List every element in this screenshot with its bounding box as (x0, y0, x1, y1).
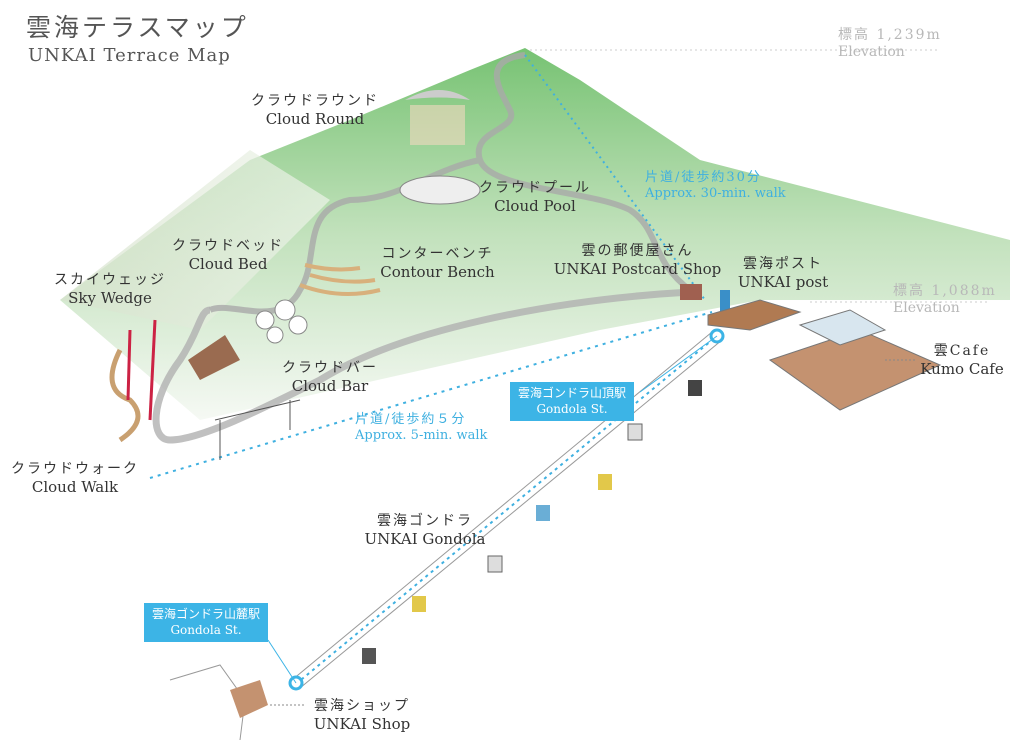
gondola-cabin (362, 648, 376, 664)
walk-route-30 (524, 54, 706, 301)
gondola-cabin (487, 555, 503, 573)
sky-wedge-illustration (188, 335, 240, 380)
cloud-pool-illustration (399, 175, 481, 205)
cloud-bed-illustration (255, 299, 308, 344)
gondola-cabin (688, 380, 702, 396)
cloud-round-illustration (405, 90, 470, 145)
cloud-walk-illustration (109, 319, 157, 443)
kumo-cafe-illustration (768, 309, 942, 411)
gondola-cabins (362, 380, 702, 664)
station-building-top (707, 299, 802, 331)
gondola-cabin (412, 596, 426, 612)
elevation-post: 標高 1,088m Elevation (893, 283, 997, 316)
gondola-cabin (627, 423, 643, 441)
gondola-cabin (536, 505, 550, 521)
gondola-cable-b (299, 339, 723, 689)
contour-bench-illustration (299, 263, 381, 296)
cloud-bar-illustration (214, 399, 301, 460)
gondola-route (295, 335, 718, 685)
walk-route-5 (149, 311, 713, 479)
unkai-shop-illustration (169, 664, 268, 741)
trail-lower (152, 288, 691, 444)
map-title-en: UNKAI Terrace Map (28, 45, 231, 66)
map-title-jp: 雲海テラスマップ (26, 13, 249, 42)
mountain-left-slope (60, 150, 330, 330)
gondola-cabin (598, 474, 612, 490)
elevation-summit: 標高 1,239m Elevation (838, 27, 942, 60)
postcard-shop-illustration (680, 284, 702, 300)
unkai-post-illustration (720, 290, 730, 312)
